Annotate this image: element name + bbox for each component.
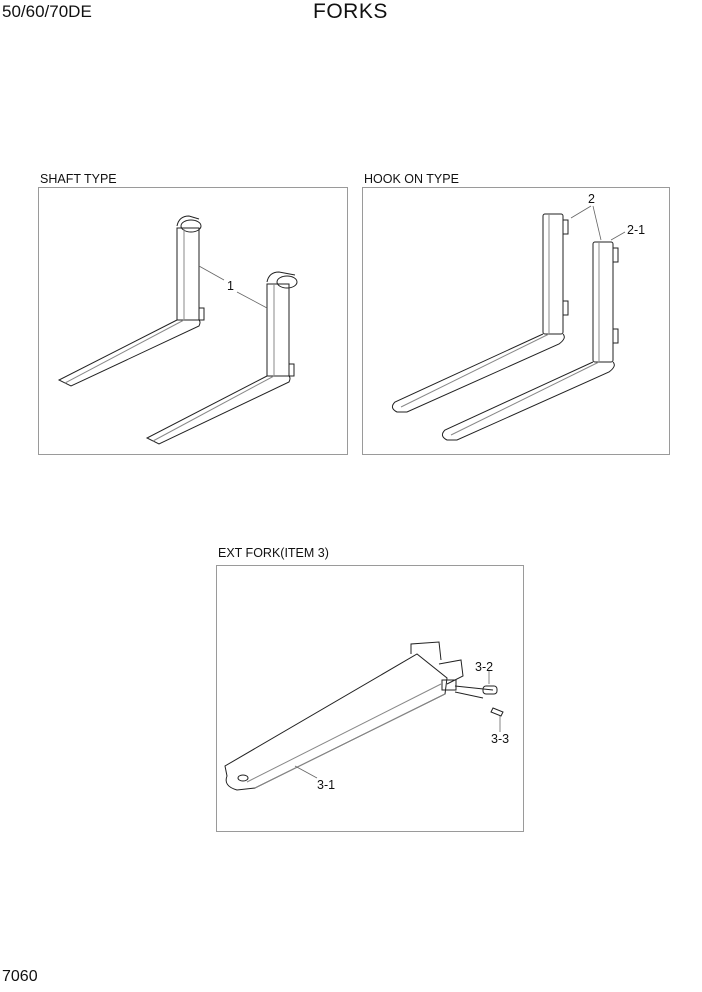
callout-2: 2: [588, 192, 595, 206]
panel-label-hook-on-type: HOOK ON TYPE: [364, 172, 459, 186]
panel-ext-fork: 3-2 3-3 3-1: [216, 565, 524, 832]
callout-3-3: 3-3: [491, 732, 510, 746]
panel-label-ext-fork: EXT FORK(ITEM 3): [218, 546, 329, 560]
callout-3-1: 3-1: [317, 778, 336, 792]
callout-1: 1: [227, 279, 234, 293]
callout-2-1: 2-1: [627, 223, 646, 237]
callout-3-2: 3-2: [475, 660, 494, 674]
panel-hook-on-type: 2 2-1: [362, 187, 670, 455]
hook-on-type-fork-illustration: [391, 205, 626, 441]
ext-fork-illustration: [224, 641, 504, 791]
page-number: 7060: [2, 968, 38, 985]
page-title: FORKS: [313, 0, 388, 23]
panel-shaft-type: 1: [38, 187, 348, 455]
shaft-type-fork-illustration: [57, 215, 298, 445]
model-code: 50/60/70DE: [2, 2, 92, 21]
panel-label-shaft-type: SHAFT TYPE: [40, 172, 117, 186]
